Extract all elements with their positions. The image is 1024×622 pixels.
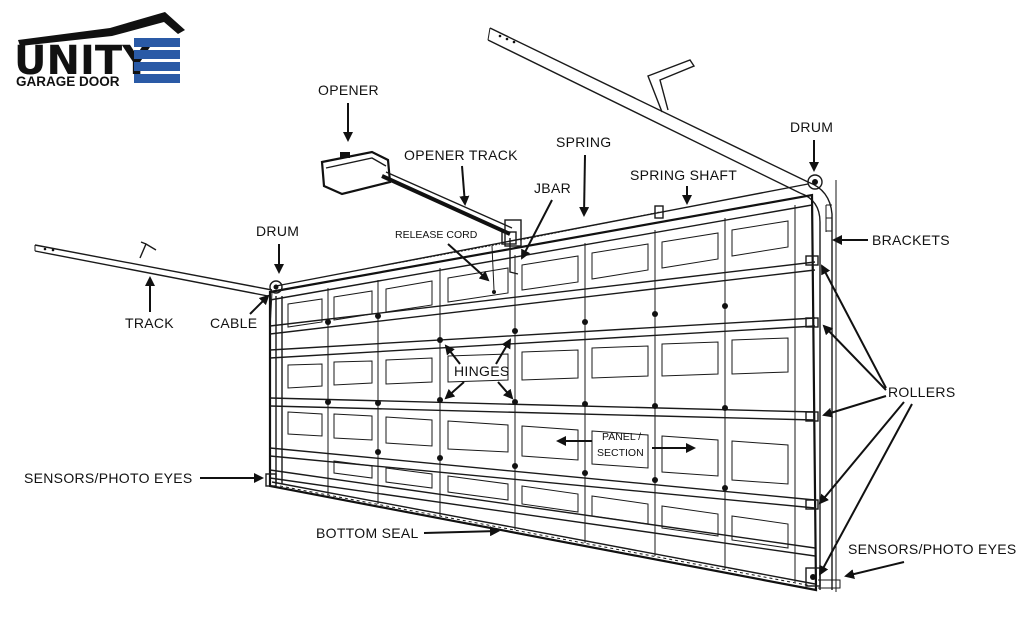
label-rollers: ROLLERS [888,384,955,400]
arrow-rollers-4 [818,401,905,505]
label-cable: CABLE [210,315,257,331]
label-opener: OPENER [318,82,379,98]
label-opener-track: OPENER TRACK [404,147,518,163]
left-horizontal-track [34,241,273,297]
label-release-cord: RELEASE CORD [395,229,478,241]
label-drum-left: DRUM [256,223,299,239]
arrow-spring [579,154,590,217]
opener-unit [320,150,522,294]
unity-logo: UNITY GARAGE DOOR [14,12,185,89]
label-track: TRACK [125,315,174,331]
label-panel-line1: PANEL / [602,431,641,443]
arrow-hinges-4 [497,381,514,400]
arrow-hinges-3 [444,381,465,400]
hinges [325,303,728,491]
left-photo-eye [265,473,277,487]
logo-name: UNITY [14,38,152,84]
label-spring-shaft: SPRING SHAFT [630,167,737,183]
label-sensors-right: SENSORS/PHOTO EYES [848,541,1017,557]
arrow-release-cord [447,243,490,282]
rollers [805,255,819,510]
right-horizontal-track [487,27,809,194]
panel-row-4 [333,460,789,549]
garage-door [265,193,841,592]
panel-row-3 [287,411,789,485]
label-brackets: BRACKETS [872,232,950,248]
label-spring: SPRING [556,134,611,150]
label-hinges: HINGES [454,363,509,379]
arrow-rollers-1 [821,264,887,389]
arrow-rollers-2 [822,324,887,391]
arrow-sensors-right [844,561,905,579]
panel-row-2 [287,337,789,389]
arrow-jbar [521,199,553,260]
callouts: OPENER OPENER TRACK SPRING JBAR SPRING S… [24,82,1017,579]
logo-tagline: GARAGE DOOR [16,74,120,89]
logo-roof-icon [18,12,185,46]
label-bottom-seal: BOTTOM SEAL [316,525,419,541]
arrow-rollers-5 [819,403,913,576]
arrow-rollers-3 [822,395,887,418]
logo-door-icon [134,38,180,83]
right-photo-eye [805,567,841,589]
arrow-bottom-seal [423,526,500,537]
arrow-cable [249,294,270,315]
label-jbar: JBAR [534,180,571,196]
arrow-opener-track [459,165,470,206]
label-panel-line2: SECTION [597,447,644,459]
label-drum-right: DRUM [790,119,833,135]
spring-assembly [269,174,823,331]
arrow-hinges-2 [495,338,512,365]
arrow-hinges-1 [444,344,461,365]
label-sensors-left: SENSORS/PHOTO EYES [24,470,193,486]
right-vertical-track [799,180,837,592]
